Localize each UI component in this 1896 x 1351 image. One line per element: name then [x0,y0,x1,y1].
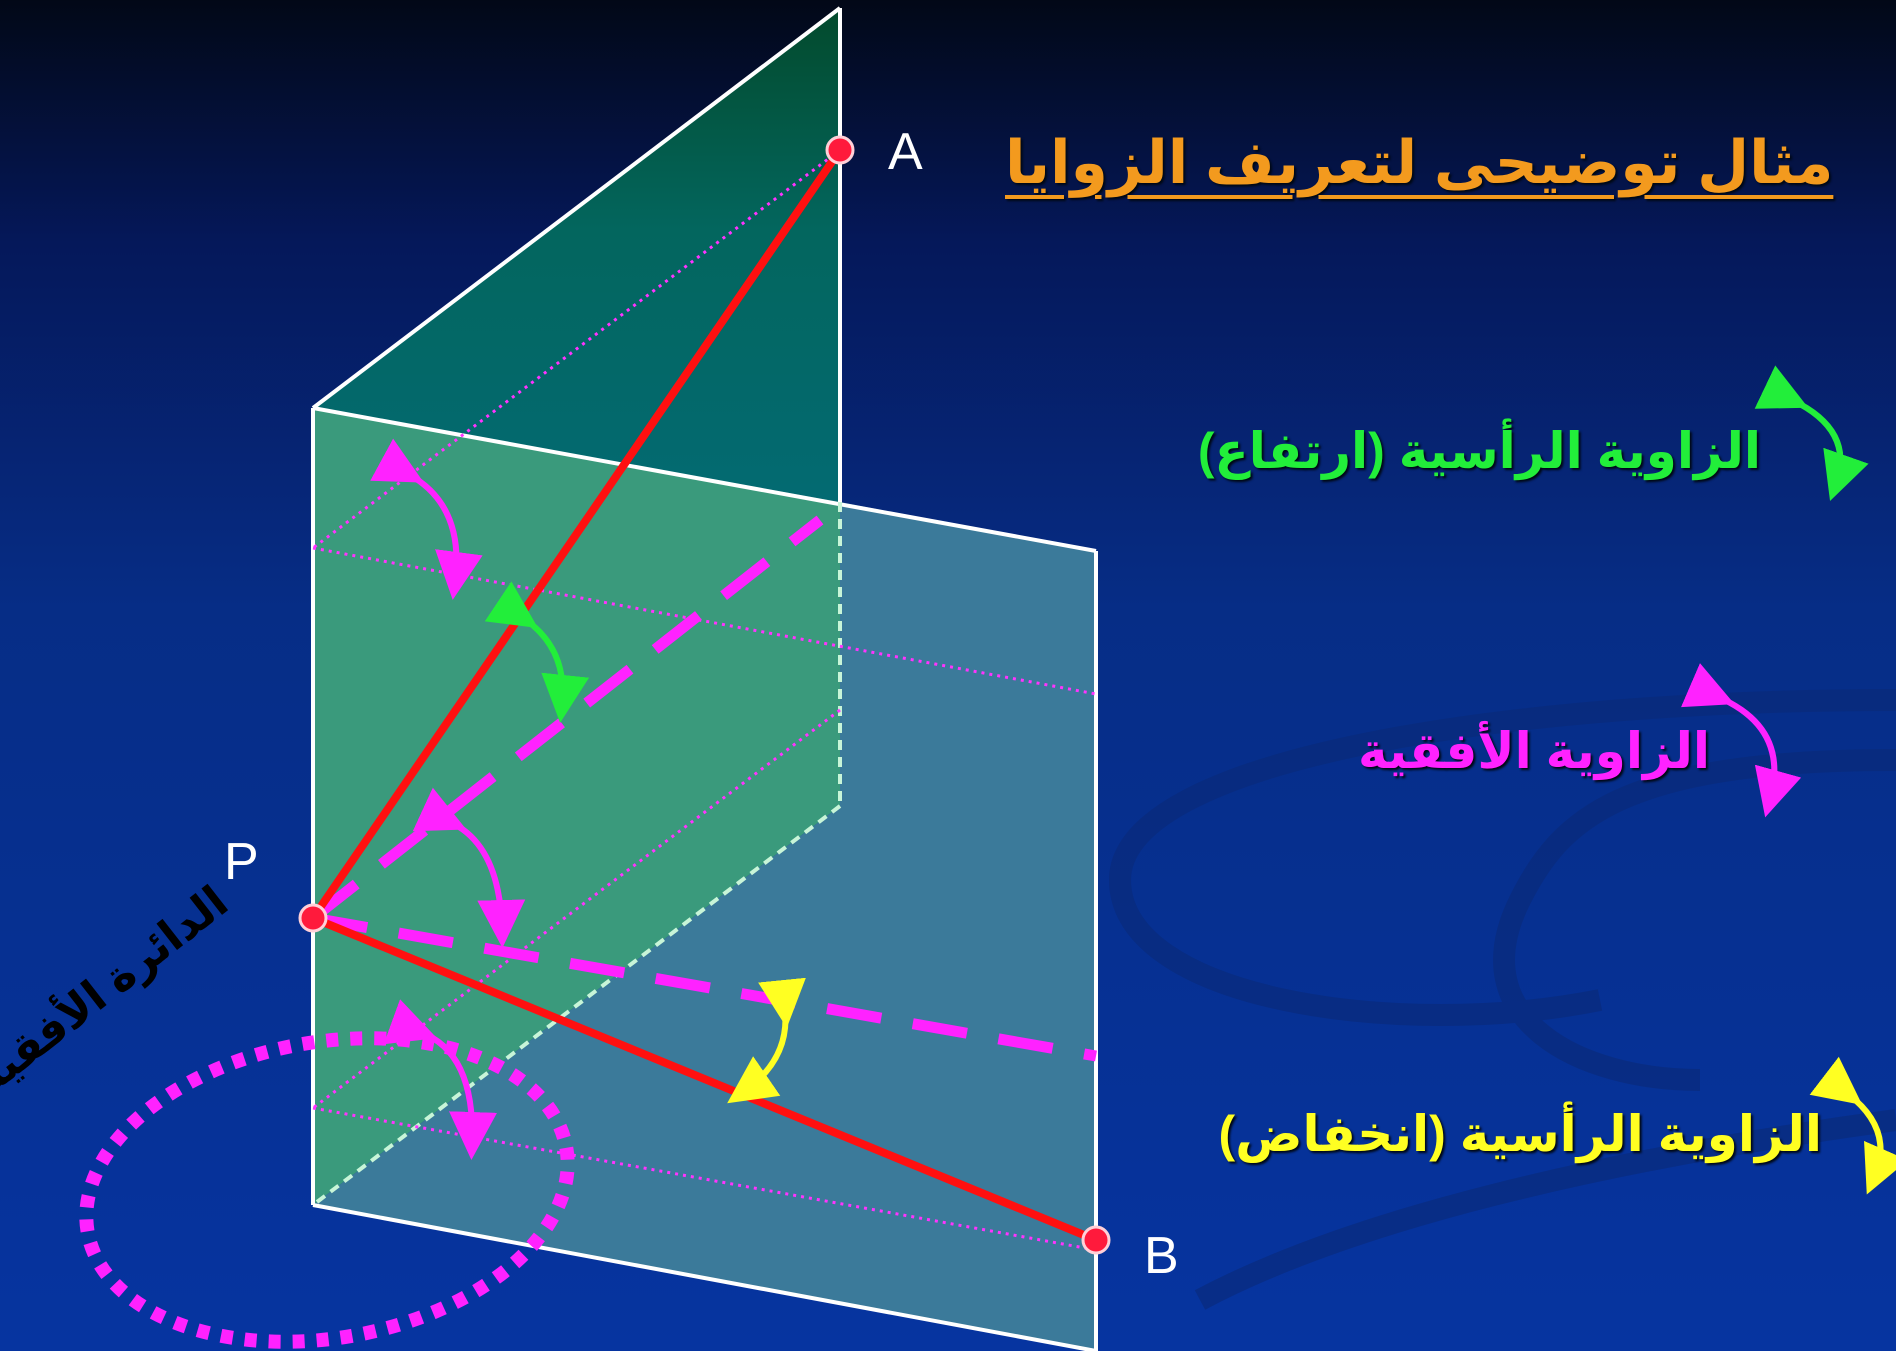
background-swirl [1108,689,1896,1310]
vertical-plane-upper [313,8,840,502]
legend-horizontal-arrow [1680,663,1802,818]
sight-lines [309,146,1100,1244]
horizontal-angle-arc-middle [412,787,526,948]
legend-elevation-label: الزاوية الرأسية (ارتفاع) [1197,423,1761,479]
page-title: مثال توضيحى لتعريف الزوايا [1005,129,1834,196]
legend-depression-label: الزاوية الرأسية (انخفاض) [1218,1106,1822,1162]
legend-elevation-arrow [1754,365,1869,501]
horizontal-angle-arc-upper [370,438,483,600]
legend-depression-arrow [1809,1056,1896,1195]
point-B-label: B [1144,1227,1179,1285]
point-A-label: A [888,123,923,181]
point-A-marker [825,135,855,165]
horizontal-circle [79,1031,575,1349]
projection-lines [312,148,1097,1252]
legend-horizontal-label: الزاوية الأفقية [1357,723,1710,779]
elevation-angle-arc [484,581,589,723]
point-P-marker [298,903,328,933]
point-B-marker [1081,1225,1111,1255]
plane-edges [311,6,1098,1351]
depression-angle-arc [727,977,806,1104]
point-P-label: P [224,833,259,891]
horizontal-plane [313,502,1096,1351]
